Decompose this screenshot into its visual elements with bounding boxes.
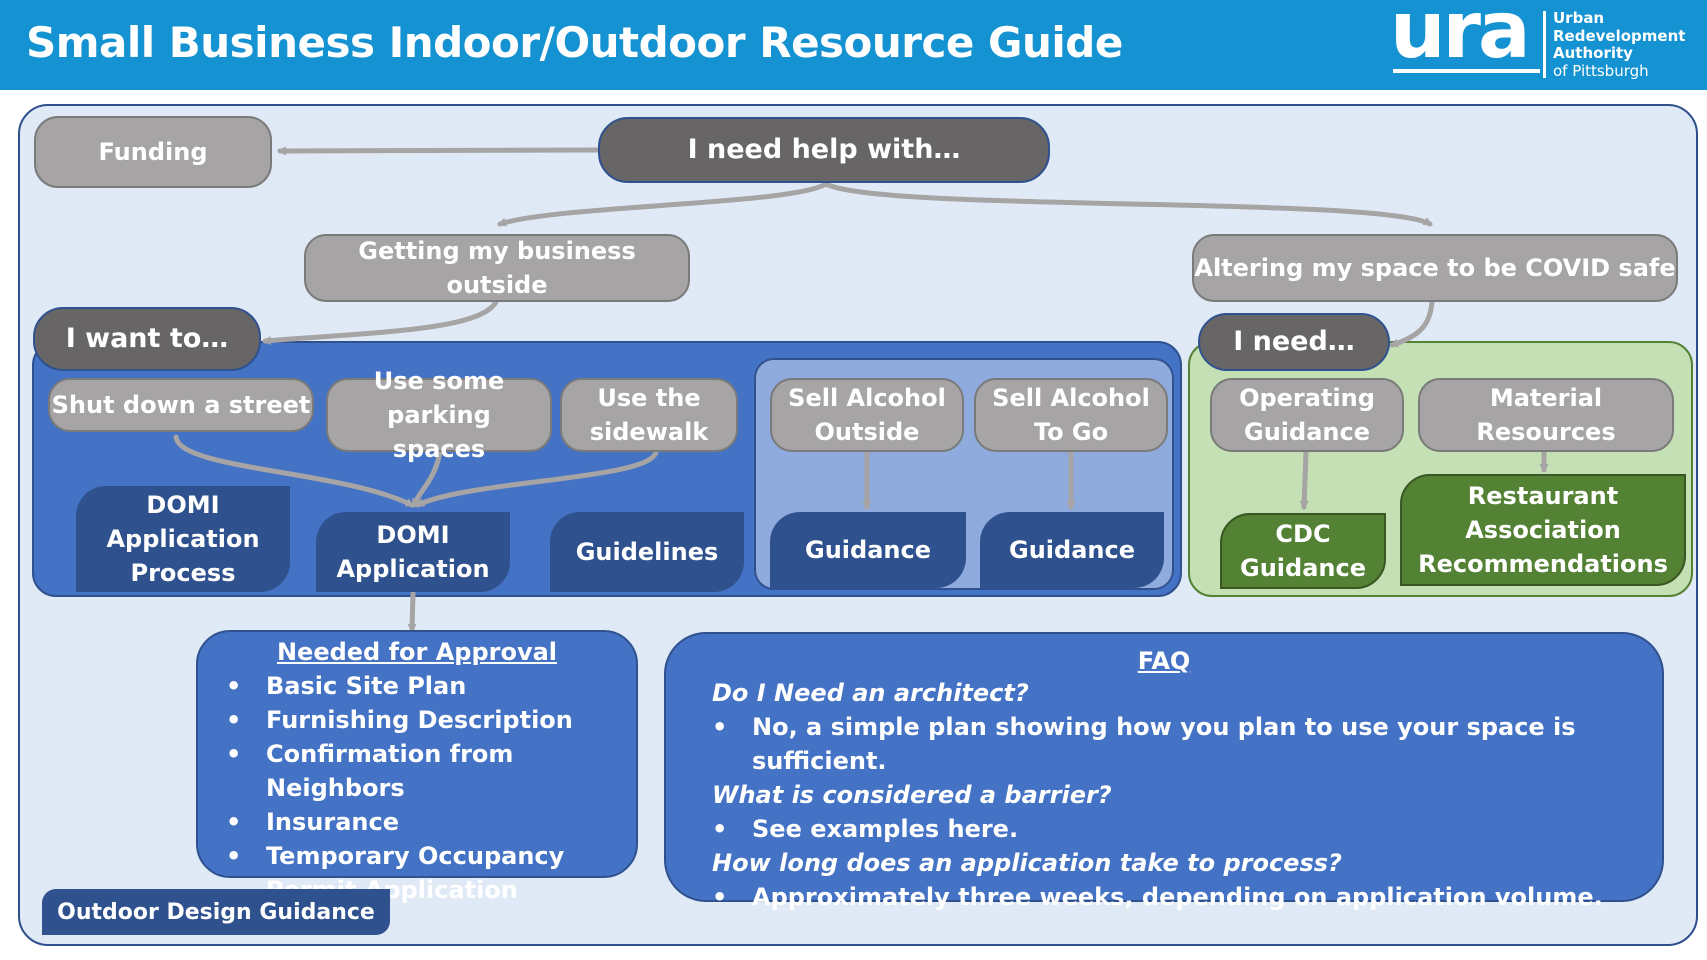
help-with-node[interactable]: I need help with… xyxy=(598,117,1050,183)
approval-item: Furnishing Description xyxy=(226,703,636,737)
sell-alcohol-togo-node[interactable]: Sell Alcohol To Go xyxy=(974,378,1168,452)
guidelines-box[interactable]: Guidelines xyxy=(550,512,744,592)
faq-title[interactable]: FAQ xyxy=(1137,647,1191,675)
shut-down-street-node[interactable]: Shut down a street xyxy=(48,378,314,432)
logo-line-1: Urban xyxy=(1553,9,1605,27)
ura-logo-mark: ura xyxy=(1390,0,1531,76)
want-to-node[interactable]: I want to… xyxy=(33,307,261,371)
ura-logo-text: Urban Redevelopment Authority of Pittsbu… xyxy=(1553,9,1686,80)
approval-title: Needed for Approval xyxy=(276,638,558,666)
faq-answer[interactable]: See examples here. xyxy=(712,812,1652,846)
approval-item: Confirmation from Neighbors xyxy=(226,737,636,805)
use-parking-node[interactable]: Use some parking spaces xyxy=(326,367,552,463)
domi-application-box[interactable]: DOMI Application xyxy=(316,512,510,592)
sell-alcohol-outside-node[interactable]: Sell Alcohol Outside xyxy=(770,378,964,452)
logo-line-4: of Pittsburgh xyxy=(1553,61,1649,80)
domi-application-process-box[interactable]: DOMI Application Process xyxy=(76,486,290,592)
covid-safe-node[interactable]: Altering my space to be COVID safe xyxy=(1192,234,1678,302)
approval-item: Temporary Occupancy Permit Application xyxy=(226,839,636,907)
alcohol-outside-guidance-box[interactable]: Guidance xyxy=(770,512,966,588)
faq-box: FAQ Do I Need an architect? No, a simple… xyxy=(664,632,1664,914)
logo-line-2: Redevelopment xyxy=(1553,26,1686,45)
faq-answer: Approximately three weeks, depending on … xyxy=(712,880,1652,914)
need-node[interactable]: I need… xyxy=(1198,313,1390,371)
page-title: Small Business Indoor/Outdoor Resource G… xyxy=(26,18,1123,67)
approval-list: Basic Site Plan Furnishing Description C… xyxy=(226,669,636,907)
faq-question: What is considered a barrier? xyxy=(712,781,1112,809)
restaurant-association-box[interactable]: Restaurant Association Recommendations xyxy=(1400,474,1686,586)
approval-item: Insurance xyxy=(226,805,636,839)
header-bar: Small Business Indoor/Outdoor Resource G… xyxy=(0,0,1707,90)
material-resources-node[interactable]: Material Resources xyxy=(1418,378,1674,452)
ura-logo-divider xyxy=(1543,11,1546,78)
approval-item: Basic Site Plan xyxy=(226,669,636,703)
funding-node[interactable]: Funding xyxy=(34,116,272,188)
needed-for-approval-box: Needed for Approval Basic Site Plan Furn… xyxy=(196,630,638,904)
operating-guidance-node[interactable]: Operating Guidance xyxy=(1210,378,1404,452)
faq-answer: No, a simple plan showing how you plan t… xyxy=(712,710,1652,778)
alcohol-togo-guidance-box[interactable]: Guidance xyxy=(980,512,1164,588)
use-sidewalk-node[interactable]: Use the sidewalk xyxy=(560,378,738,452)
cdc-guidance-box[interactable]: CDC Guidance xyxy=(1220,513,1386,589)
faq-body: Do I Need an architect? No, a simple pla… xyxy=(712,676,1652,914)
faq-question: How long does an application take to pro… xyxy=(712,849,1342,877)
ura-logo-underline xyxy=(1393,69,1540,73)
logo-line-3: Authority xyxy=(1553,44,1633,62)
faq-question: Do I Need an architect? xyxy=(712,679,1029,707)
getting-outside-node[interactable]: Getting my business outside xyxy=(304,234,690,302)
outdoor-design-guidance-button[interactable]: Outdoor Design Guidance xyxy=(42,889,390,935)
